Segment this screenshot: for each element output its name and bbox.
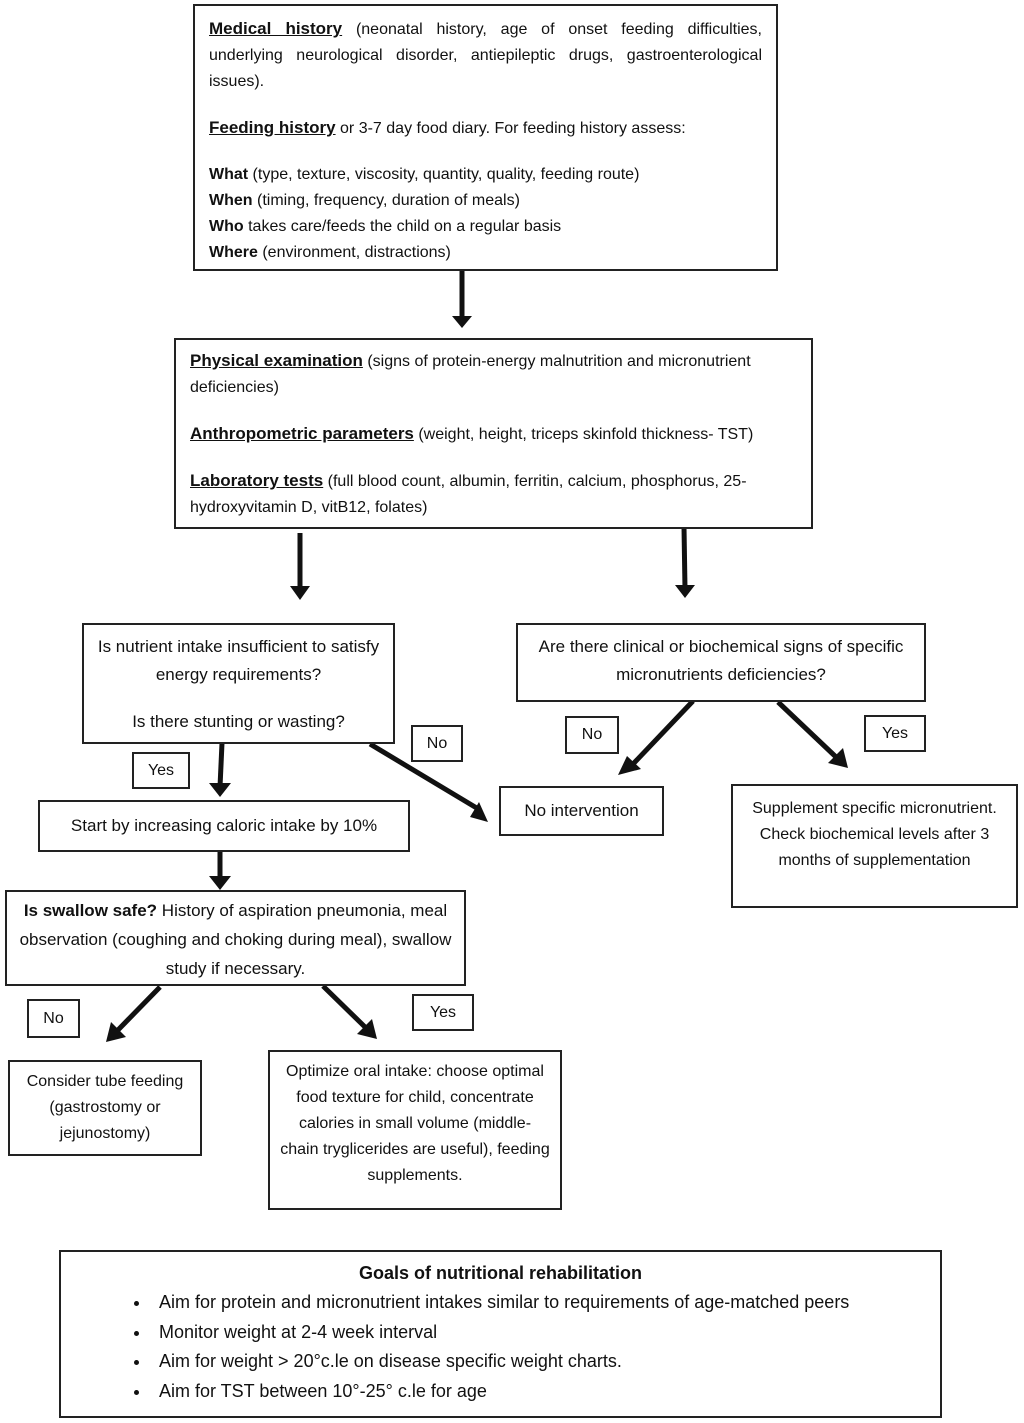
intake-question-line1: Is nutrient intake insufficient to satis… (97, 637, 380, 684)
arrow-intake-yes-to-caloric (217, 742, 225, 788)
goal-item: Monitor weight at 2-4 week interval (151, 1318, 930, 1348)
arrowhead-exam-micro (675, 585, 695, 598)
arrowhead-caloric-swallow (209, 876, 231, 890)
feeding-item-who: Who takes care/feeds the child on a regu… (209, 214, 762, 240)
feeding-item-text: takes care/feeds the child on a regular … (243, 218, 562, 235)
feeding-item-label: Where (209, 244, 258, 261)
arrowhead-micro-no (618, 756, 641, 775)
feeding-item-label: What (209, 166, 249, 183)
label-no-micro: No (565, 716, 619, 754)
feeding-item-text: (type, texture, viscosity, quantity, qua… (248, 166, 640, 183)
optimize-oral-intake-text: Optimize oral intake: choose optimal foo… (280, 1063, 550, 1184)
optimize-oral-intake-box: Optimize oral intake: choose optimal foo… (268, 1050, 562, 1210)
physical-exam-text: (signs of protein-energy malnutrition an… (190, 353, 751, 396)
feeding-item-what: What (type, texture, viscosity, quantity… (209, 162, 762, 188)
lab-tests-text: (full blood count, albumin, ferritin, ca… (190, 473, 747, 516)
swallow-safety-box: Is swallow safe? History of aspiration p… (5, 890, 466, 986)
exam-box: Physical examination (signs of protein-e… (174, 338, 813, 529)
lab-tests-paragraph: Laboratory tests (full blood count, albu… (190, 468, 797, 521)
label-no-swallow: No (27, 999, 80, 1038)
arrowhead-intake-caloric (209, 783, 231, 797)
swallow-safety-text: History of aspiration pneumonia, meal ob… (19, 901, 452, 978)
goal-item: Aim for TST between 10°-25° c.le for age (151, 1377, 930, 1407)
no-intervention-box: No intervention (499, 786, 664, 836)
intake-question-line2: Is there stunting or wasting? (132, 712, 345, 731)
arrow-exam-to-micro (681, 526, 688, 590)
feeding-item-text: (environment, distractions) (257, 244, 451, 261)
micronutrient-question-box: Are there clinical or biochemical signs … (516, 623, 926, 702)
goal-item: Aim for weight > 20°c.le on disease spec… (151, 1347, 930, 1377)
arrowhead-swallow-tube (106, 1022, 126, 1042)
arrow-swallow-no-to-tube (116, 985, 162, 1032)
arrowhead-micro-yes (828, 748, 848, 768)
feeding-item-label: Who (209, 218, 244, 235)
swallow-safety-paragraph: Is swallow safe? History of aspiration p… (17, 896, 454, 983)
label-yes-micro: Yes (864, 715, 926, 752)
no-intervention-text: No intervention (524, 801, 639, 820)
caloric-intake-text: Start by increasing caloric intake by 10… (70, 816, 378, 835)
medical-history-text: (neonatal history, age of onset feeding … (209, 21, 762, 90)
arrowhead-swallow-oral (357, 1019, 377, 1039)
feeding-history-title: Feeding history (209, 118, 336, 137)
label-yes-swallow: Yes (412, 994, 474, 1031)
arrowhead-history-exam (452, 316, 472, 328)
feeding-item-where: Where (environment, distractions) (209, 240, 762, 266)
arrow-micro-yes-to-supplement (776, 700, 838, 759)
tube-feeding-box: Consider tube feeding (gastrostomy or je… (8, 1060, 202, 1156)
arrowhead-exam-intake (290, 586, 310, 600)
medical-history-title: Medical history (209, 19, 343, 38)
arrow-swallow-yes-to-oral (321, 984, 367, 1029)
label-yes-intake: Yes (132, 752, 190, 789)
tube-feeding-text: Consider tube feeding (gastrostomy or je… (26, 1073, 184, 1142)
goals-list: Aim for protein and micronutrient intake… (71, 1288, 930, 1406)
medical-history-paragraph: Medical history (neonatal history, age o… (209, 16, 762, 95)
feeding-history-text: or 3-7 day food diary. For feeding histo… (335, 120, 686, 137)
arrow-micro-no-to-no-intervention (632, 699, 695, 765)
supplement-box: Supplement specific micronutrient. Check… (731, 784, 1018, 908)
anthropometric-text: (weight, height, triceps skinfold thickn… (413, 426, 754, 443)
label-no-intake: No (411, 725, 463, 762)
micronutrient-question-text: Are there clinical or biochemical signs … (538, 637, 904, 684)
supplement-text: Supplement specific micronutrient. Check… (752, 800, 997, 869)
arrowhead-intake-no (470, 802, 488, 822)
goal-item: Aim for protein and micronutrient intake… (151, 1288, 930, 1318)
anthropometric-paragraph: Anthropometric parameters (weight, heigh… (190, 421, 797, 448)
physical-exam-title: Physical examination (190, 351, 363, 370)
feeding-item-text: (timing, frequency, duration of meals) (252, 192, 520, 209)
intake-question-box: Is nutrient intake insufficient to satis… (82, 623, 395, 744)
goals-title: Goals of nutritional rehabilitation (358, 1263, 642, 1283)
swallow-safety-title: Is swallow safe? (23, 901, 158, 920)
feeding-item-when: When (timing, frequency, duration of mea… (209, 188, 762, 214)
feeding-item-label: When (209, 192, 253, 209)
anthropometric-title: Anthropometric parameters (190, 424, 414, 443)
lab-tests-title: Laboratory tests (190, 471, 324, 490)
goals-box: Goals of nutritional rehabilitation Aim … (59, 1250, 942, 1418)
physical-exam-paragraph: Physical examination (signs of protein-e… (190, 348, 797, 401)
feeding-history-paragraph: Feeding history or 3-7 day food diary. F… (209, 115, 762, 142)
history-box: Medical history (neonatal history, age o… (193, 4, 778, 271)
arrow-intake-no-to-no-intervention (368, 741, 482, 813)
caloric-intake-box: Start by increasing caloric intake by 10… (38, 800, 410, 852)
